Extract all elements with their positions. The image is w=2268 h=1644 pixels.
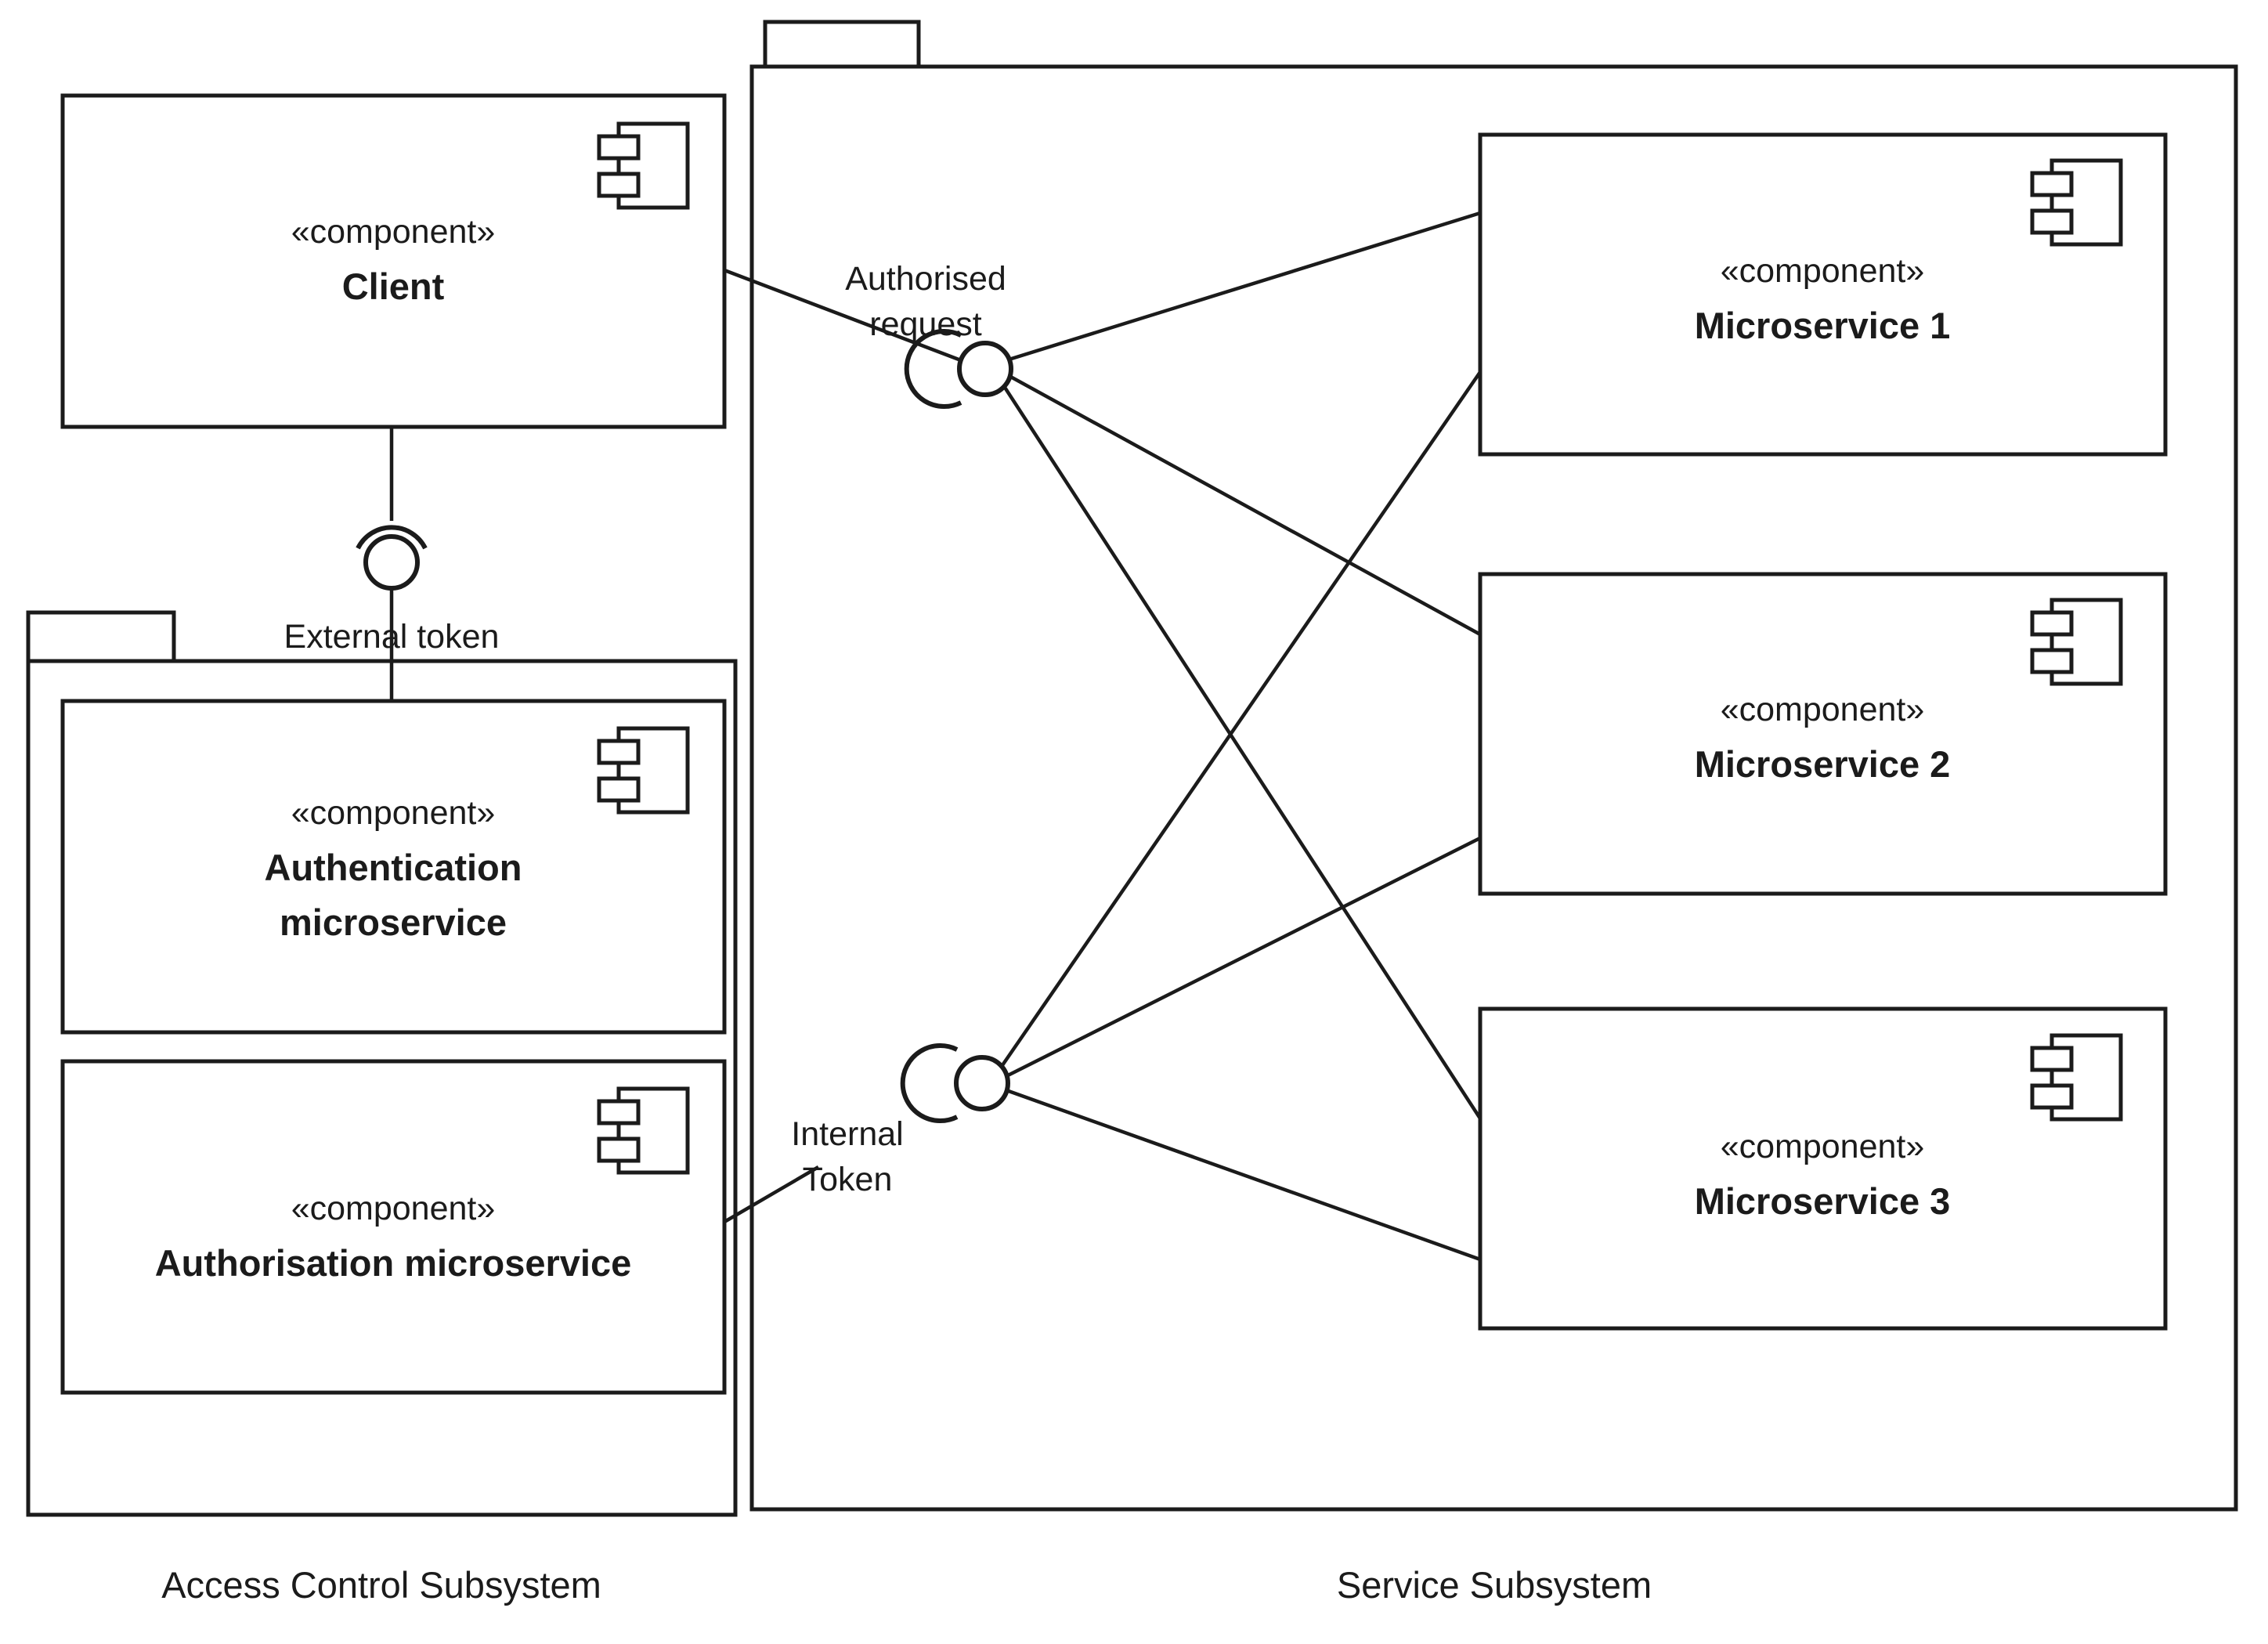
component-microservice-1-name: Microservice 1 (1695, 305, 1951, 346)
component-microservice-2-stereotype: «component» (1721, 691, 1925, 728)
component-microservice-3-name: Microservice 3 (1695, 1180, 1951, 1222)
component-authorisation-stereotype: «component» (291, 1190, 496, 1227)
interface-internal-token[interactable]: Internal Token (791, 1043, 1010, 1198)
assembly-connectors (389, 211, 1482, 1262)
ball-and-socket-icon-socket (356, 525, 428, 550)
component-microservice-1-stereotype: «component» (1721, 252, 1925, 290)
component-authentication-name: Authentication (265, 847, 522, 888)
component-microservice-2-name: Microservice 2 (1695, 743, 1951, 785)
connector-authorised-request-to-microservice-3 (1001, 382, 1482, 1120)
component-icon (2030, 1033, 2123, 1122)
component-client[interactable]: «component» Client (60, 93, 727, 429)
component-icon (2030, 158, 2123, 247)
component-icon (2030, 598, 2123, 686)
component-icon (597, 1086, 690, 1175)
connector-internal-token-to-microservice-2 (1005, 836, 1482, 1079)
component-authorisation-name: Authorisation microservice (155, 1242, 632, 1284)
ball-and-socket-icon-ball (957, 341, 1013, 397)
component-microservice-2[interactable]: «component» Microservice 2 (1478, 572, 2168, 896)
component-authentication-microservice[interactable]: «component» Authentication microservice (60, 699, 727, 1035)
ball-and-socket-icon-socket (900, 1043, 959, 1123)
interface-internal-token-label-line1: Internal (791, 1115, 903, 1153)
connector-internal-token-to-microservice-1 (1001, 370, 1482, 1067)
package-tab-icon-access-control (26, 610, 176, 663)
component-authentication-name-line2: microservice (280, 901, 507, 943)
component-microservice-1[interactable]: «component» Microservice 1 (1478, 132, 2168, 457)
connector-internal-token-to-microservice-3 (1006, 1088, 1481, 1262)
component-microservice-3-stereotype: «component» (1721, 1128, 1925, 1165)
component-authorisation-microservice[interactable]: «component» Authorisation microservice (60, 1059, 727, 1395)
ball-and-socket-icon-ball (363, 534, 420, 591)
package-label-service: Service Subsystem (1337, 1564, 1652, 1606)
connector-client-to-authorised-request (724, 268, 972, 367)
interface-authorised-request-label-line2: request (869, 305, 981, 343)
interface-external-token-label: External token (284, 618, 500, 656)
component-icon (597, 726, 690, 815)
connector-authorisation-to-internal-token (723, 1165, 820, 1223)
ball-and-socket-icon-socket (904, 329, 962, 409)
interface-internal-token-label-line2: Token (803, 1161, 893, 1198)
component-client-name: Client (342, 266, 445, 307)
connector-authorised-request-to-microservice-2 (1005, 373, 1482, 636)
package-label-access-control: Access Control Subsystem (161, 1564, 601, 1606)
component-authentication-stereotype: «component» (291, 794, 496, 832)
package-tab-icon-service (763, 20, 921, 69)
component-client-stereotype: «component» (291, 213, 496, 251)
component-microservice-3[interactable]: «component» Microservice 3 (1478, 1006, 2168, 1331)
connector-authorised-request-to-microservice-1 (1006, 211, 1481, 363)
component-icon (597, 121, 690, 210)
interface-authorised-request-label-line1: Authorised (845, 260, 1006, 298)
interface-authorised-request[interactable]: Authorised request (845, 260, 1013, 409)
ball-and-socket-icon-ball (954, 1055, 1010, 1111)
interface-external-token[interactable]: External token (284, 525, 500, 656)
